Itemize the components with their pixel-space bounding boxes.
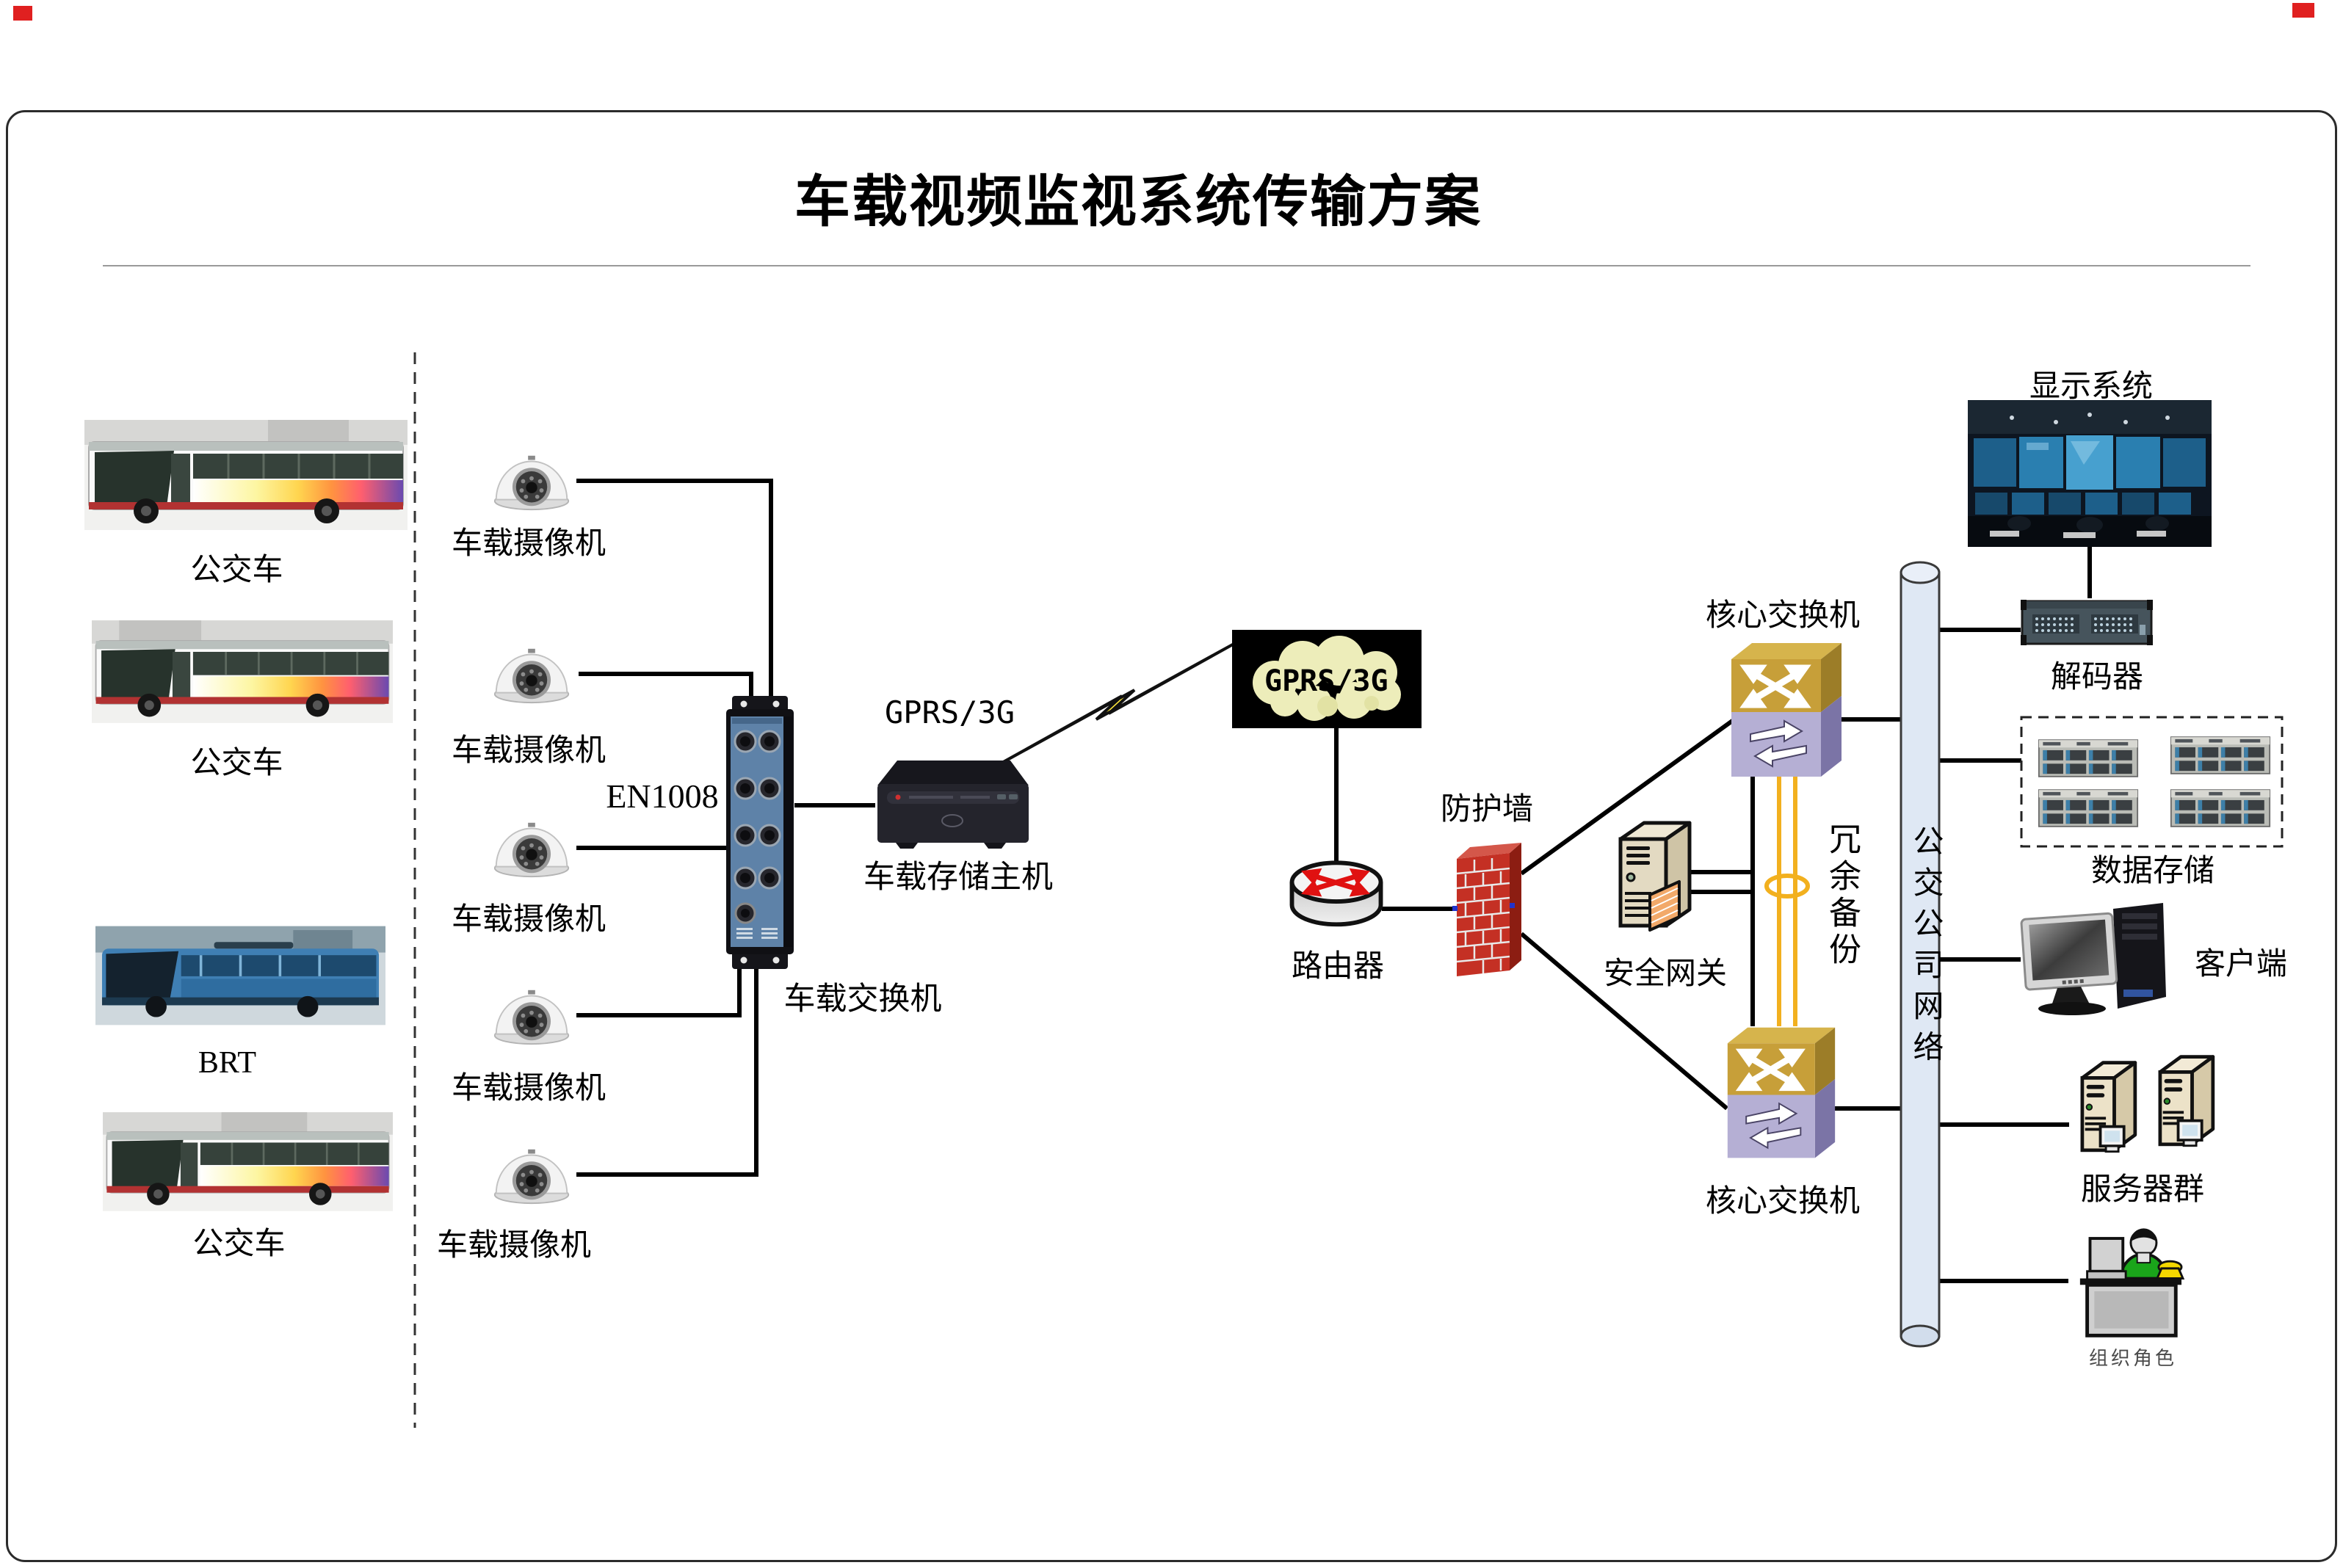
camera-label: 车载摄像机 <box>436 1229 591 1263</box>
storage-host-icon <box>874 755 1032 850</box>
bus-label: 公交车 <box>190 747 283 780</box>
dome-camera-icon <box>489 819 574 879</box>
title-divider <box>103 265 2250 266</box>
operator-desk-icon <box>2067 1213 2192 1345</box>
server-tower-icon <box>2072 1057 2142 1161</box>
client-pc-icon <box>2019 901 2173 1017</box>
bus-label: 公交车 <box>190 553 283 587</box>
bus-photo <box>92 620 393 723</box>
server-group-label: 服务器群 <box>2080 1173 2204 1207</box>
security-gateway-label: 安全网关 <box>1603 957 1727 991</box>
core-switch-label: 核心交换机 <box>1705 1185 1860 1219</box>
server-tower-icon <box>2150 1051 2220 1155</box>
camera-label: 车载摄像机 <box>451 903 606 937</box>
core-switch-label: 核心交换机 <box>1705 599 1860 633</box>
company-network-pipe <box>1898 558 1942 1351</box>
camera-label: 车载摄像机 <box>451 1072 606 1106</box>
red-corner-mark-left <box>13 6 32 21</box>
red-corner-mark-right <box>2292 3 2314 18</box>
bus-label: 公交车 <box>192 1227 286 1261</box>
display-system-label: 显示系统 <box>2029 370 2153 404</box>
wireless-label: GPRS/3G <box>885 694 1015 730</box>
diagram-border <box>6 110 2337 1562</box>
dome-camera-icon <box>489 1145 574 1205</box>
firewall-icon <box>1452 838 1526 981</box>
storage-array-icon <box>2170 787 2271 830</box>
decoder-label: 解码器 <box>2050 661 2143 694</box>
firewall-label: 防护墙 <box>1440 793 1533 827</box>
bus-photo <box>103 1112 393 1211</box>
security-gateway-icon <box>1612 819 1700 940</box>
brt-label: BRT <box>198 1046 257 1080</box>
brt-photo <box>95 925 385 1026</box>
dome-camera-icon <box>489 645 574 705</box>
dome-camera-icon <box>489 451 574 512</box>
gprs-cloud-icon <box>1232 630 1422 728</box>
dome-camera-icon <box>489 986 574 1046</box>
router-icon <box>1283 843 1390 932</box>
redundancy-label: 冗余备份 <box>1824 822 1860 969</box>
company-network-label: 公交公司网络 <box>1908 825 1942 1072</box>
vehicle-switch-label: 车载交换机 <box>783 982 942 1017</box>
core-switch-icon <box>1720 1022 1842 1169</box>
data-storage-label: 数据存储 <box>2090 854 2215 888</box>
operator-label: 组织角色 <box>2089 1347 2178 1369</box>
storage-array-icon <box>2038 737 2139 780</box>
camera-label: 车载摄像机 <box>451 527 606 561</box>
bus-photo <box>84 420 408 530</box>
camera-label: 车载摄像机 <box>451 734 606 768</box>
storage-array-icon <box>2170 734 2271 777</box>
storage-host-label: 车载存储主机 <box>863 860 1053 895</box>
storage-array-icon <box>2038 787 2139 830</box>
page-title: 车载视频监视系统传输方案 <box>794 172 1482 233</box>
cloud-label: GPRS/3G <box>1264 664 1388 698</box>
decoder-icon <box>2021 597 2153 648</box>
core-switch-icon <box>1725 637 1847 788</box>
client-label: 客户端 <box>2194 948 2287 981</box>
router-label: 路由器 <box>1291 950 1384 984</box>
switch-model-label: EN1008 <box>606 777 719 815</box>
display-wall-photo <box>1968 400 2212 547</box>
vehicle-switch-icon <box>723 696 797 969</box>
